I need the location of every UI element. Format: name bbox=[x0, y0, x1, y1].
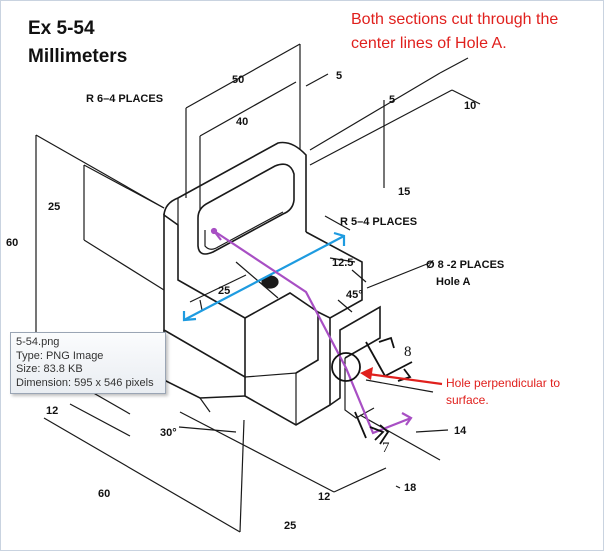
units-title: Millimeters bbox=[28, 46, 128, 67]
exercise-title: Ex 5-54 bbox=[28, 18, 95, 39]
hole-a-label: Hole A bbox=[436, 276, 470, 288]
dim-25-bottom: 25 bbox=[284, 520, 296, 532]
dim-25-mid: 25 bbox=[218, 285, 230, 297]
dim-r6: R 6–4 PLACES bbox=[86, 93, 163, 105]
perpendicular-note-line2: surface. bbox=[446, 393, 489, 407]
dim-5-top: 5 bbox=[336, 70, 342, 82]
dim-40: 40 bbox=[236, 116, 248, 128]
angle-45: 45° bbox=[346, 289, 363, 301]
tooltip-filename: 5-54.png bbox=[16, 336, 60, 348]
dim-14: 14 bbox=[454, 425, 467, 437]
dim-25-left: 25 bbox=[48, 201, 60, 213]
purple-cut-plane bbox=[210, 227, 413, 435]
dim-60-bottom: 60 bbox=[98, 488, 110, 500]
dim-12-5: 12.5 bbox=[332, 257, 353, 269]
tooltip-dimension: Dimension: 595 x 546 pixels bbox=[16, 376, 154, 389]
sections-note: Both sections cut through the center lin… bbox=[351, 11, 559, 52]
dim-12-left: 12 bbox=[46, 405, 58, 417]
dim-18: 18 bbox=[404, 482, 416, 494]
dim-5-right: 5 bbox=[389, 94, 395, 106]
perpendicular-note-line1: Hole perpendicular to bbox=[446, 376, 560, 390]
hole-a-markup bbox=[331, 336, 413, 445]
dim-50: 50 bbox=[232, 74, 244, 86]
handwritten-8: 8 bbox=[404, 344, 412, 360]
tooltip-type: Type: PNG Image bbox=[16, 349, 104, 362]
dim-60-left: 60 bbox=[6, 237, 18, 249]
file-info-tooltip: 5-54.png Type: PNG Image Size: 83.8 KB D… bbox=[10, 332, 166, 394]
tooltip-size: Size: 83.8 KB bbox=[16, 363, 83, 375]
red-annotation-arrow bbox=[360, 367, 443, 386]
handwritten-7: 7 bbox=[382, 440, 390, 456]
dim-10: 10 bbox=[464, 100, 476, 112]
dim-15: 15 bbox=[398, 186, 410, 198]
angle-30: 30° bbox=[160, 427, 177, 439]
dim-12-bottom: 12 bbox=[318, 491, 330, 503]
blue-cut-plane bbox=[182, 231, 346, 322]
hole-diameter-label: Ø 8 -2 PLACES bbox=[426, 259, 504, 271]
dim-r5: R 5–4 PLACES bbox=[340, 216, 417, 228]
